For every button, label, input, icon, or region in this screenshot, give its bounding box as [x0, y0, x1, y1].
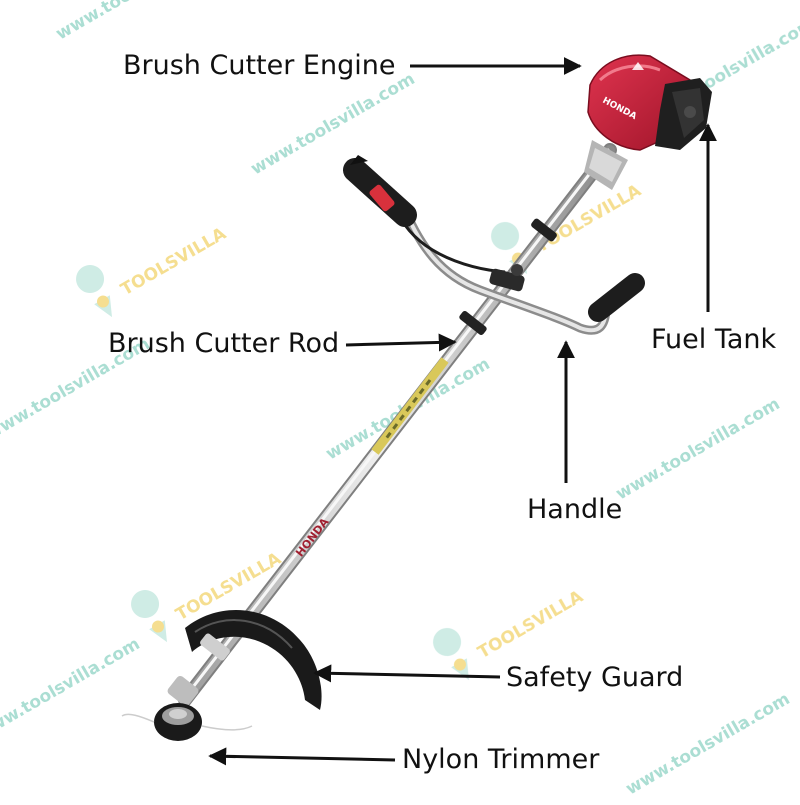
- label-engine: Brush Cutter Engine: [123, 52, 395, 79]
- watermark-url: www.toolsvilla.com: [53, 0, 224, 44]
- watermark-url: www.toolsvilla.com: [623, 689, 794, 799]
- watermark-url: www.toolsvilla.com: [248, 69, 419, 179]
- nylon-trimmer: [122, 674, 252, 741]
- safety-guard: [185, 610, 322, 710]
- watermark-brand: TOOLSVILLA: [118, 223, 231, 300]
- label-nylon-trimmer: Nylon Trimmer: [402, 746, 599, 773]
- watermark-brand-mark: TOOLSVILLA: [486, 154, 649, 282]
- location-pin-icon: [71, 260, 124, 324]
- watermark-brand-mark: TOOLSVILLA: [71, 197, 234, 325]
- brush-cutter-engine: HONDA: [584, 55, 712, 190]
- watermark-url: www.toolsvilla.com: [0, 634, 143, 744]
- shaft-brand-text: HONDA: [293, 515, 331, 559]
- label-fuel-tank: Fuel Tank: [651, 326, 776, 353]
- rod-arrow: [346, 342, 455, 345]
- brush-cutter: HONDA: [122, 55, 712, 741]
- watermark-url: www.toolsvilla.com: [613, 394, 784, 504]
- nylon-trimmer-arrow: [210, 756, 395, 760]
- watermark-brand: TOOLSVILLA: [475, 586, 588, 663]
- label-handle: Handle: [527, 496, 622, 523]
- safety-guard-arrow: [315, 673, 500, 677]
- label-rod: Brush Cutter Rod: [108, 330, 339, 357]
- label-safety-guard: Safety Guard: [506, 664, 683, 691]
